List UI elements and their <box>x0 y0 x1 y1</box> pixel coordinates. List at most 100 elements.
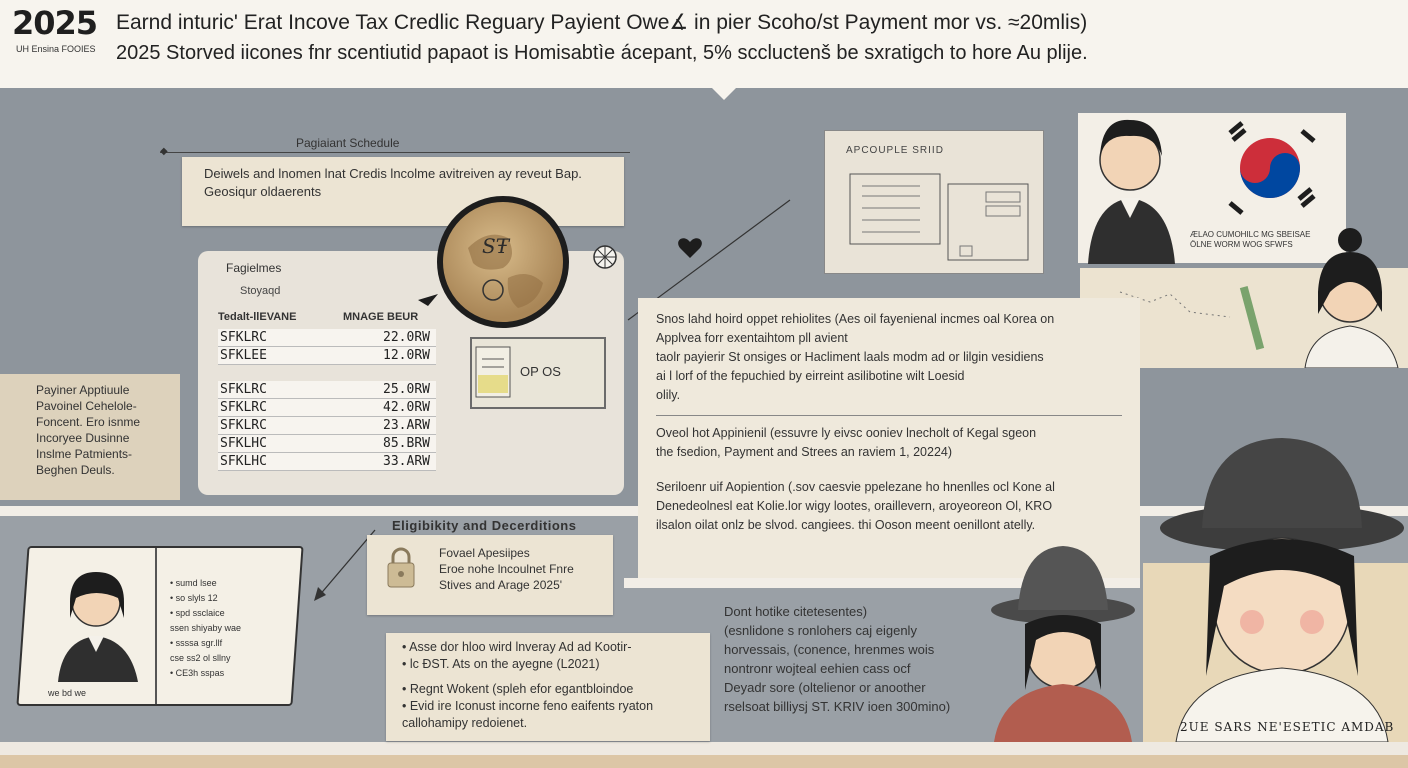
header-year: 2025 <box>12 4 98 42</box>
form-title: APCOUPLE SRIID <box>846 145 944 156</box>
row-name: SFKLRC <box>220 382 267 397</box>
schedule-desc-line1: Deiwels and lnomen lnat Credis lncolme a… <box>204 166 582 181</box>
row-name: SFKLHC <box>220 436 267 451</box>
table-heading: Fagielmes <box>226 261 282 275</box>
schedule-desc-line2: Geosiqur oldaerents <box>204 184 322 199</box>
girl-with-map-illustration <box>1119 228 1399 368</box>
book-spine <box>155 548 157 704</box>
bottom-strip <box>0 742 1408 755</box>
payment-schedule-box: Payiner Apptiuule Pavoinel Cehelole- Fon… <box>0 374 180 500</box>
book-note: • sumd lsee <box>170 578 217 588</box>
globe-label: SŦ <box>482 234 510 258</box>
overview-line: olily. <box>656 388 681 402</box>
list-item: callohamipy redoienet. <box>402 716 528 730</box>
overview-divider <box>656 415 1122 416</box>
schedule-title: Pagiaiant Schedule <box>296 136 400 150</box>
table-header: Tedalt-llEVANE MNAGE BEUR <box>218 311 604 323</box>
row-amount: 12.0RW <box>383 348 430 363</box>
table-col-name: Tedalt-llEVANE <box>218 311 297 323</box>
eligibility-title: Eligibikity and Decerditions <box>392 518 577 533</box>
eligibility-line: Stives and Arage 2025' <box>439 578 563 592</box>
row-name: SFKLRC <box>220 418 267 433</box>
eligibility-line: Fovael Apesiipes <box>439 546 530 560</box>
table-row: SFKLRC 42.0RW <box>218 399 436 417</box>
row-amount: 23.ARW <box>383 418 430 433</box>
table-row: SFKLRC 23.ARW <box>218 417 436 435</box>
row-amount: 42.0RW <box>383 400 430 415</box>
row-amount: 33.ARW <box>383 454 430 469</box>
list-item: • lc ĐST. Ats on the ayegne (L2021) <box>402 657 600 671</box>
book-note: • so slyls 12 <box>170 593 218 603</box>
book-note: cse ss2 ol sllny <box>170 653 231 663</box>
book-student-illustration <box>58 572 138 682</box>
globe-continents-icon <box>468 234 543 308</box>
row-name: SFKLEE <box>220 348 267 363</box>
side-line: Pavoinel Cehelole- <box>36 399 137 413</box>
table-row: SFKLRC 22.0RW <box>218 329 436 347</box>
side-line: Inslme Patmients- <box>36 447 133 461</box>
list-item: • Regnt Wokent (spleh efor egantbloindoe <box>402 682 634 696</box>
row-amount: 25.0RW <box>383 382 430 397</box>
exclusions-line: nontronr wojteal eehien cass ocf <box>724 661 911 676</box>
side-line: Incoryee Dusinne <box>36 431 130 445</box>
table-group-2: SFKLRC 25.0RW SFKLRC 42.0RW SFKLRC 23.ARW S… <box>218 381 604 471</box>
pointer-arrow-icon <box>418 294 438 306</box>
list-item: • Evid ire Iconust incorne feno eaifents… <box>402 699 654 713</box>
row-name: SFKLRC <box>220 330 267 345</box>
side-line: Foncent. Ero isnme <box>36 415 141 429</box>
list-item: • Asse dor hloo wird lnveray Ad ad Kooti… <box>402 640 632 654</box>
arrow-connector <box>314 529 376 601</box>
overview-line: Applvea forr exentaihtom pll avient <box>656 331 848 345</box>
requirements-list: • Asse dor hloo wird lnveray Ad ad Kooti… <box>386 633 710 741</box>
exclusions-line: horvessais, (conence, hrenmes wois <box>724 642 935 657</box>
table-group-1: SFKLRC 22.0RW SFKLEE 12.0RW <box>218 329 604 365</box>
table-row: SFKLEE 12.0RW <box>218 347 436 365</box>
row-amount: 22.0RW <box>383 330 430 345</box>
flag-caption: ÆLAO CUMOHILC MG SBEISAE ÖLNE WORM WOG S… <box>1190 230 1311 249</box>
schedule-description: Deiwels and lnomen lnat Credis lncolme a… <box>182 157 624 226</box>
girl-in-hat-illustration <box>991 546 1135 742</box>
overview-underline <box>624 578 1140 588</box>
exclusions-line: (esnlidone s ronlohers caj eigenly <box>724 623 917 638</box>
book-note: • spd ssclaice <box>170 608 225 618</box>
exclusions-title: Dont hotike citetesentes) <box>724 604 868 619</box>
sign-text: OP OS <box>520 364 561 379</box>
exclusions-line: Deyadr sore (oltelienor or anoother <box>724 680 926 695</box>
side-line: Payiner Apptiuule <box>36 383 130 397</box>
overview-line: taolr payierir St onsiges or Hacliment l… <box>656 350 1044 364</box>
overview-line: Oveol hot Appinienil (essuvre ly eivsc o… <box>656 426 1037 440</box>
portrait-girl-hat-illustration <box>1160 438 1404 742</box>
lock-icon <box>387 547 415 588</box>
floor-strip <box>0 755 1408 768</box>
book-note: • ssssa sgr.llf <box>170 638 223 648</box>
person-with-flag-illustration <box>1088 119 1316 264</box>
table-col-amount: MNAGE BEUR <box>343 311 419 323</box>
header-title: Earnd inturic' Erat Incove Tax Credlic R… <box>116 11 1088 34</box>
portrait-caption: 2UE SARS NE'ESETIC AMDAB <box>1180 720 1395 734</box>
band-notch-2 <box>128 506 152 518</box>
overview-line: ai l lorf of the fepuchied by eirreint a… <box>656 369 965 383</box>
book-note: ssen shiyaby wae <box>170 623 242 633</box>
eligibility-line: Eroe nohe lncoulnet Fnre <box>439 562 574 576</box>
book-notes: • sumd lsee • so slyls 12 • spd ssclaice… <box>170 576 241 681</box>
band-notch <box>712 88 736 100</box>
overview-panel: Snos lahd hoird oppet rehiolites (Aes oi… <box>638 298 1140 578</box>
row-name: SFKLHC <box>220 454 267 469</box>
overview-gap <box>656 462 1122 478</box>
table-row: SFKLHC 33.ARW <box>218 453 436 471</box>
schedule-rule <box>160 152 630 153</box>
exclusions-line: rselsoat billiysj ST. KRIV ioen 300mino) <box>724 699 951 714</box>
overview-line: ilsalon oilat onlz be slvod. cangiees. t… <box>656 518 1036 532</box>
document-icon <box>475 346 511 398</box>
form-sketch <box>849 173 1029 261</box>
book-note: • CE3h sspas <box>170 668 225 678</box>
book-footer: we bd we <box>48 688 87 698</box>
header-subtitle: 2025 Storved iicones fnr scentiutid papa… <box>116 42 1088 64</box>
overview-line: Snos lahd hoird oppet rehiolites (Aes oi… <box>656 312 1055 326</box>
schedule-marker: ◆ <box>160 146 168 157</box>
side-line: Beghen Deuls. <box>36 463 115 477</box>
row-name: SFKLRC <box>220 400 267 415</box>
header-year-sub: UH Ensina FOOIES <box>16 44 96 54</box>
